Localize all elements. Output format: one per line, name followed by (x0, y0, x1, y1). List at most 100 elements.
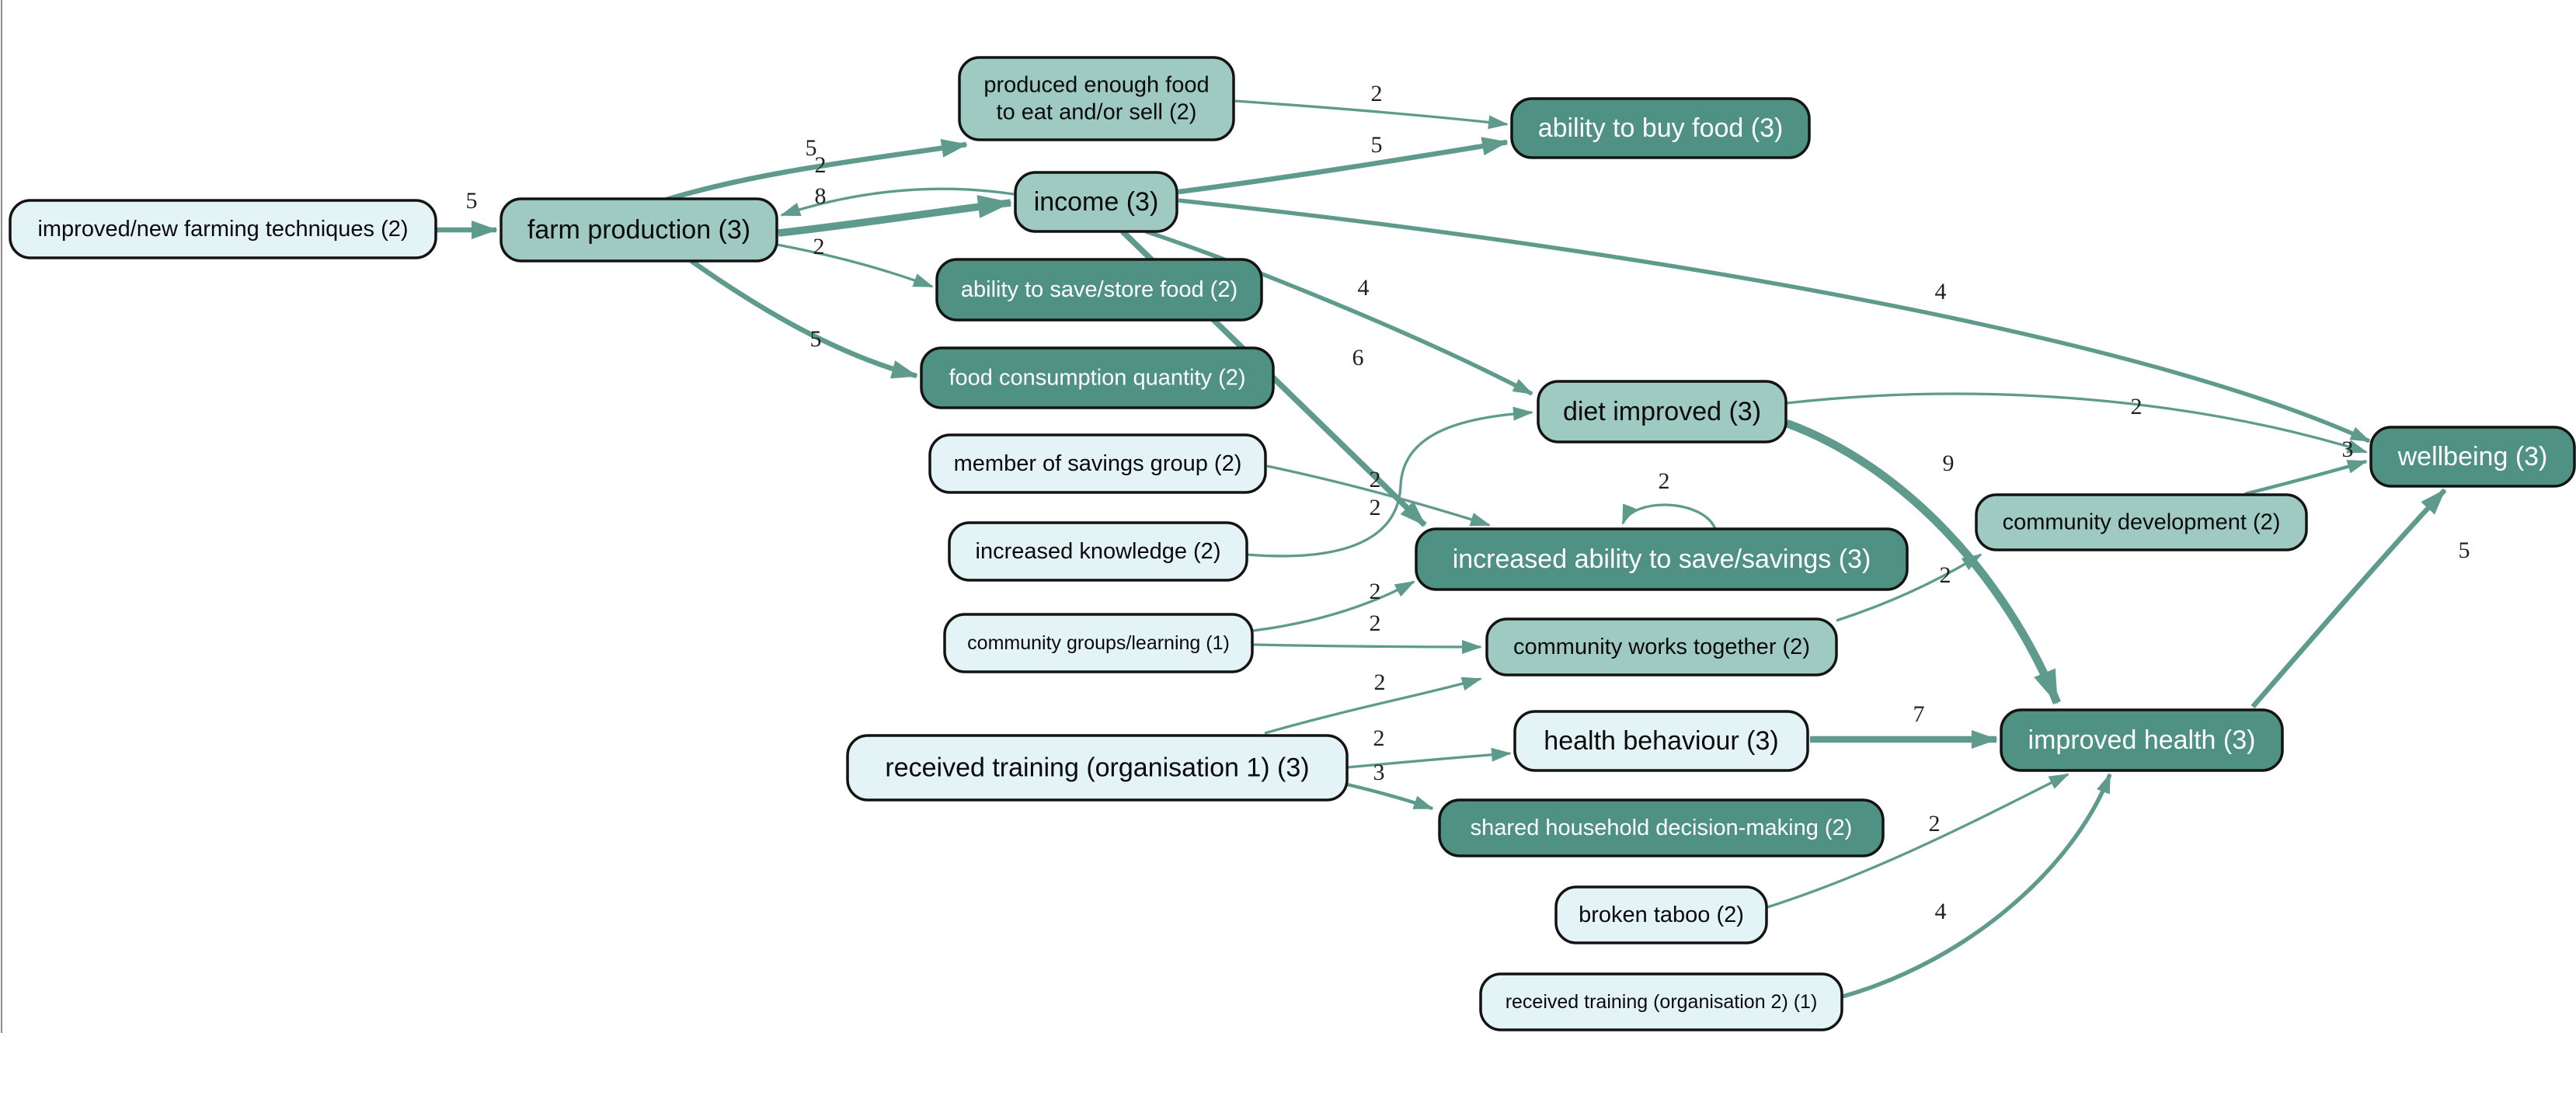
node-groups[interactable]: community groups/learning (1) (943, 613, 1254, 673)
edge-knowledge-diet[interactable] (1246, 406, 1533, 558)
edge-weight-label: 2 (2131, 394, 2143, 419)
node-member[interactable]: member of savings group (2) (928, 433, 1267, 494)
node-box[interactable] (948, 521, 1248, 582)
edge-works-commdev[interactable] (1836, 553, 1982, 622)
node-commdev[interactable]: community development (2) (1975, 493, 2308, 551)
node-buyfood[interactable]: ability to buy food (3) (1510, 97, 1811, 159)
node-label: member of savings group (2) (954, 451, 1242, 476)
node-label: farm production (3) (527, 215, 750, 245)
edge-weight-label: 2 (1659, 468, 1670, 494)
node-box[interactable] (943, 613, 1254, 673)
node-box[interactable] (958, 56, 1235, 141)
edge-income-diet[interactable] (1145, 229, 1533, 396)
edge-training1-shared[interactable] (1346, 782, 1434, 811)
edge-groups-works[interactable] (1252, 639, 1482, 654)
edge-weight-label: 2 (1373, 725, 1385, 751)
node-label: shared household decision-making (2) (1471, 816, 1853, 840)
node-label: received training (organisation 2) (1) (1506, 991, 1818, 1013)
edge-income-wellbeing[interactable] (1178, 198, 2371, 443)
edge-weight-label: 5 (2459, 537, 2470, 563)
node-tech[interactable]: improved/new farming techniques (2) (9, 199, 437, 259)
edge-member-ability[interactable] (1266, 464, 1491, 527)
node-foodcons[interactable]: food consumption quantity (2) (920, 346, 1275, 409)
edge-weight-label: 2 (815, 152, 827, 178)
node-label: food consumption quantity (2) (949, 366, 1245, 391)
edge-diet-wellbeing[interactable] (1786, 392, 2368, 454)
node-label: ability to buy food (3) (1538, 113, 1784, 143)
edge-commdev-wellbeing[interactable] (2244, 459, 2368, 496)
node-box[interactable] (2000, 708, 2284, 772)
edge-training2-health[interactable] (1842, 773, 2112, 999)
node-training2[interactable]: received training (organisation 2) (1) (1479, 972, 1843, 1031)
node-ability[interactable]: increased ability to save/savings (3) (1415, 527, 1909, 591)
node-shared[interactable]: shared household decision-making (2) (1438, 798, 1885, 857)
node-label: community works together (2) (1513, 635, 1810, 659)
node-box[interactable] (2369, 426, 2576, 488)
node-diet[interactable]: diet improved (3) (1537, 380, 1788, 443)
node-works[interactable]: community works together (2) (1485, 617, 1838, 676)
node-box[interactable] (1485, 617, 1838, 676)
edge-weight-label: 2 (1370, 495, 1381, 520)
node-box[interactable] (500, 197, 778, 263)
edge-weight-label: 5 (806, 135, 817, 161)
node-income[interactable]: income (3) (1014, 171, 1178, 233)
edge-ability-ability[interactable] (1621, 503, 1717, 530)
node-box[interactable] (1510, 97, 1811, 159)
edge-income-buyfood[interactable] (1178, 137, 1509, 195)
edge-farm-savestore[interactable] (776, 243, 934, 288)
node-box[interactable] (9, 199, 437, 259)
edge-farm-income[interactable] (778, 195, 1012, 237)
node-box[interactable] (1975, 493, 2308, 551)
edge-diet-health[interactable] (1785, 419, 2061, 705)
node-box[interactable] (1438, 798, 1885, 857)
node-box[interactable] (1415, 527, 1909, 591)
edge-health-wellbeing[interactable] (2251, 488, 2447, 709)
node-label: increased ability to save/savings (3) (1453, 544, 1871, 574)
node-label: improved/new farming techniques (2) (37, 217, 408, 242)
node-wellbeing[interactable]: wellbeing (3) (2369, 426, 2576, 488)
edge-taboo-health[interactable] (1767, 773, 2070, 909)
edge-weight-label: 2 (813, 234, 825, 259)
node-label: health behaviour (3) (1544, 726, 1778, 756)
node-label: income (3) (1034, 187, 1159, 217)
node-farm[interactable]: farm production (3) (500, 197, 778, 263)
node-box[interactable] (1479, 972, 1843, 1031)
edge-produced-buyfood[interactable] (1234, 99, 1509, 130)
edge-weight-label: 4 (1935, 279, 1947, 304)
edge-weight-label: 7 (1913, 701, 1925, 727)
node-box[interactable] (1014, 171, 1178, 233)
node-box[interactable] (1554, 885, 1768, 944)
node-box[interactable] (1513, 710, 1809, 772)
edge-weight-label: 2 (1929, 811, 1941, 836)
node-knowledge[interactable]: increased knowledge (2) (948, 521, 1248, 582)
edge-income-farm[interactable] (780, 187, 1015, 217)
node-box[interactable] (928, 433, 1267, 494)
node-box[interactable] (846, 734, 1349, 802)
edge-weight-label: 2 (1374, 670, 1386, 695)
edge-training1-works[interactable] (1264, 676, 1482, 735)
edge-training1-healthb[interactable] (1346, 747, 1512, 769)
edge-groups-ability[interactable] (1252, 580, 1415, 632)
node-label: ability to save/store food (2) (961, 277, 1238, 302)
edge-farm-foodcons[interactable] (690, 259, 918, 379)
node-taboo[interactable]: broken taboo (2) (1554, 885, 1768, 944)
edge-farm-produced[interactable] (666, 138, 968, 203)
node-health[interactable]: improved health (3) (2000, 708, 2284, 772)
edge-weight-label: 4 (1358, 275, 1370, 301)
node-label: community groups/learning (1) (967, 632, 1230, 654)
node-training1[interactable]: received training (organisation 1) (3) (846, 734, 1349, 802)
node-savestore[interactable]: ability to save/store food (2) (935, 258, 1263, 322)
edge-weight-label: 4 (1935, 899, 1947, 924)
node-label: diet improved (3) (1563, 397, 1761, 426)
node-box[interactable] (1537, 380, 1788, 443)
node-box[interactable] (935, 258, 1263, 322)
node-box[interactable] (920, 346, 1275, 409)
node-label: improved health (3) (2028, 725, 2256, 755)
edge-weight-label: 2 (1370, 467, 1381, 492)
node-healthb[interactable]: health behaviour (3) (1513, 710, 1809, 772)
edge-weight-label: 2 (1370, 610, 1381, 636)
